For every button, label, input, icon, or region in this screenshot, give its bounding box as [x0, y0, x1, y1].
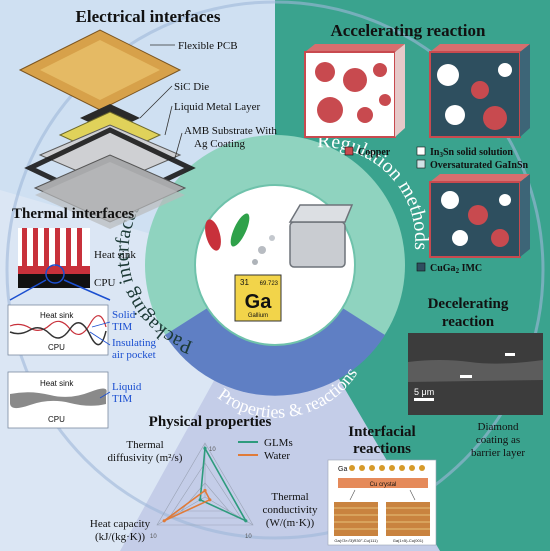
- solid-tim-label-1: Solid: [112, 309, 136, 321]
- gallium-symbol: Ga: [245, 291, 273, 313]
- box1-cpu-label: CPU: [48, 343, 65, 352]
- axis-conductivity-2: conductivity: [263, 504, 318, 516]
- electrical-leader-lines: [139, 44, 183, 159]
- interfacial-right-caption: Ga(1×5)-Cu(001): [393, 538, 424, 543]
- axis-diffusivity-2: diffusivity (m²/s): [108, 452, 183, 464]
- solid-tim-diagram: [7, 304, 111, 356]
- interfacial-title-2: reactions: [353, 441, 411, 457]
- legend-glms-label: GLMs: [264, 437, 293, 449]
- decelerating-title-2: reaction: [442, 314, 495, 330]
- radar-point-water-1: [208, 498, 212, 502]
- legend-oversaturated-label: Oversaturated GaInSn: [430, 160, 529, 171]
- label-liquid-metal: Liquid Metal Layer: [174, 101, 260, 113]
- sem-micrograph: [408, 333, 543, 415]
- interfacial-illustration: [327, 459, 437, 546]
- interfacial-title-1: Interfacial: [348, 424, 415, 440]
- green-droplet-icon: [230, 213, 250, 247]
- outer-frame-circle: [5, 0, 545, 540]
- box1-heat-sink-label: Heat sink: [40, 311, 74, 320]
- label-sic-die: SiC Die: [174, 81, 209, 93]
- radar-series-glms: [199, 445, 248, 523]
- thermal-title: Thermal interfaces: [12, 206, 134, 222]
- axis-diffusivity-1: Thermal: [126, 439, 163, 451]
- legend-solution-swatch: [416, 146, 426, 156]
- legend-copper-swatch: [344, 146, 354, 156]
- liquid-tim-diagram: [7, 371, 111, 429]
- red-droplet-icon: [205, 219, 221, 251]
- legend-solution-label: In3Sn solid solution: [430, 147, 513, 159]
- radar-point-water-2: [162, 519, 166, 523]
- box2-cpu-label: CPU: [48, 415, 65, 424]
- box2-heat-sink-label: Heat sink: [40, 379, 74, 388]
- radar-series: [162, 445, 248, 523]
- electrical-title: Electrical interfaces: [76, 7, 221, 26]
- liquid-tim-label-2: TIM: [112, 393, 132, 405]
- solid-tim-label-2: TIM: [112, 321, 132, 333]
- legend-oversaturated-swatch: [416, 159, 426, 169]
- label-amb-substrate-2: Ag Coating: [194, 138, 246, 150]
- metal-box-icon: [289, 221, 346, 268]
- radar-tick-right: 10: [245, 534, 252, 540]
- axis-capacity-2: (kJ/(kg·K)): [95, 531, 145, 543]
- electrical-stack-illustration: [18, 29, 196, 229]
- radar-point-water-0: [203, 488, 207, 493]
- interfacial-crystal-label: Cu crystal: [370, 482, 397, 488]
- air-pocket-label-2: air pocket: [112, 349, 156, 361]
- liquid-tim-label-1: Liquid: [112, 381, 142, 393]
- axis-conductivity-1: Thermal: [271, 491, 308, 503]
- gallium-number: 31: [240, 278, 249, 287]
- air-pocket-label-1: Insulating: [112, 337, 156, 349]
- radar-point-glms-0: [203, 446, 207, 450]
- legend-imc-swatch: [416, 262, 426, 272]
- gallium-tile: [234, 274, 282, 322]
- diamond-caption-1: Diamond: [478, 421, 519, 433]
- diamond-caption-3: barrier layer: [471, 447, 525, 459]
- decelerating-title-1: Decelerating: [428, 296, 509, 312]
- radar-tick-top: 10: [209, 447, 216, 453]
- gallium-name: Gallium: [248, 313, 268, 319]
- axis-conductivity-3: (W/(m·K)): [266, 517, 315, 529]
- legend-copper-label: Copper: [358, 147, 391, 158]
- radar-point-glms-2: [198, 498, 202, 502]
- label-flexible-pcb: Flexible PCB: [178, 40, 238, 52]
- radar-series-water: [163, 489, 211, 522]
- sem-scale-label: 5 μm: [414, 387, 434, 397]
- cube-solution-particles: [429, 44, 530, 138]
- cube-copper-particles: [304, 44, 405, 138]
- diamond-caption-2: coating as: [476, 434, 520, 446]
- gallium-illustration: 31 69.723 Ga Gallium: [205, 204, 354, 322]
- cube-imc-particles: [429, 174, 530, 258]
- label-amb-substrate-1: AMB Substrate With: [184, 125, 277, 137]
- accelerating-title: Accelerating reaction: [331, 21, 487, 40]
- thermal-cpu-label: CPU: [94, 277, 115, 289]
- heat-sink-fins-illustration: [9, 228, 111, 301]
- physical-title: Physical properties: [149, 414, 272, 430]
- legend-imc-label: CuGa2 IMC: [430, 263, 482, 275]
- interfacial-left-caption: Ga(√3×√3)R30°-Cu(111): [334, 538, 378, 543]
- legend-water-label: Water: [264, 450, 290, 462]
- interfacial-ga-label: Ga: [338, 466, 347, 473]
- axis-capacity-1: Heat capacity: [90, 518, 151, 530]
- radar-tick-left: 10: [150, 534, 157, 540]
- radar-point-glms-1: [244, 519, 248, 523]
- thermal-heat-sink-label: Heat sink: [94, 249, 136, 261]
- gallium-mass: 69.723: [260, 281, 279, 287]
